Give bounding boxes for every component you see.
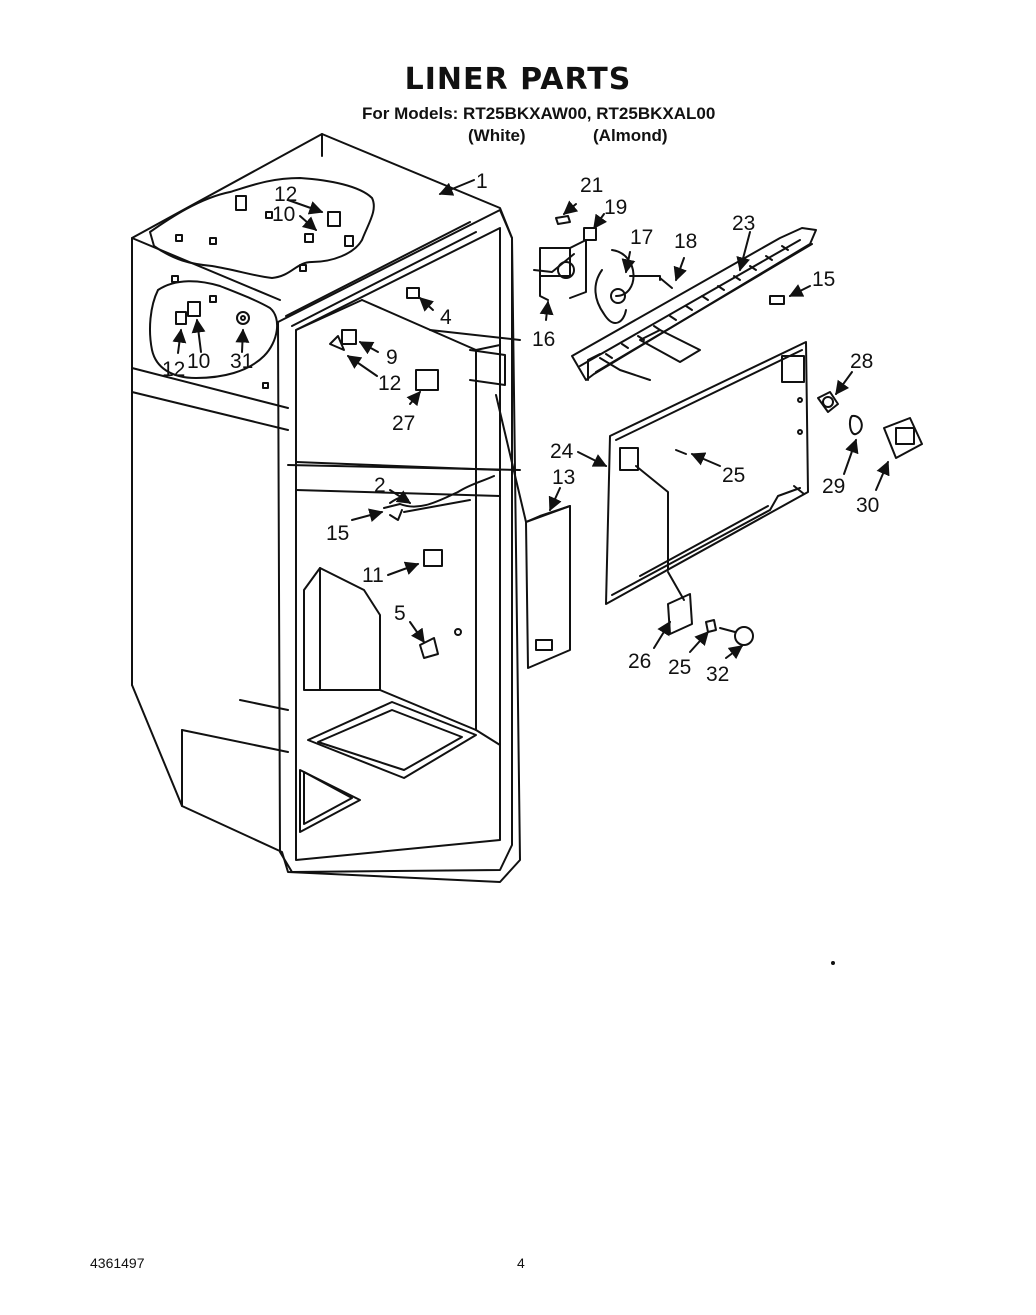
part-label: 23 <box>732 212 755 235</box>
part-label: 28 <box>850 350 873 373</box>
part-label: 5 <box>394 602 406 625</box>
part-label: 12 <box>274 183 297 206</box>
part-label: 26 <box>628 650 651 673</box>
part-label: 30 <box>856 494 879 517</box>
part-label: 19 <box>604 196 627 219</box>
part-label: 4 <box>440 306 452 329</box>
fan-motor-assembly <box>533 200 687 324</box>
part-label: 10 <box>272 203 295 226</box>
air-duct-strip <box>495 394 571 669</box>
part-label: 32 <box>706 663 729 686</box>
part-label: 25 <box>722 464 745 487</box>
part-label: 1 <box>476 170 488 193</box>
part-label: 11 <box>362 564 384 587</box>
part-callouts: 1 12 10 12 10 31 4 9 12 27 2 15 11 5 13 … <box>162 170 879 686</box>
part-label: 21 <box>580 174 603 197</box>
part-label: 25 <box>668 656 691 679</box>
part-label: 31 <box>230 350 253 373</box>
variant-almond: (Almond) <box>593 126 668 145</box>
part-label: 17 <box>630 226 653 249</box>
part-label: 18 <box>674 230 697 253</box>
air-diffuser <box>571 227 817 381</box>
models-line: For Models: RT25BKXAW00, RT25BKXAL00 <box>362 104 716 123</box>
variant-white: (White) <box>468 126 526 145</box>
page-number: 4 <box>517 1255 525 1271</box>
lower-bracket <box>653 571 754 660</box>
top-foil-tape <box>149 177 475 389</box>
part-label: 24 <box>550 440 574 463</box>
light-assembly <box>817 371 923 491</box>
interior-hardware <box>329 287 495 659</box>
evaporator-cover <box>577 341 809 605</box>
part-label: 9 <box>386 346 398 369</box>
liner-shell <box>131 133 521 883</box>
part-label: 12 <box>378 372 401 395</box>
part-label: 10 <box>187 350 210 373</box>
part-label: 15 <box>812 268 835 291</box>
stray-dot <box>831 961 835 965</box>
page-title: LINER PARTS <box>404 62 632 97</box>
part-label: 27 <box>392 412 415 435</box>
part-label: 16 <box>532 328 555 351</box>
part-label: 15 <box>326 522 349 545</box>
part-label: 12 <box>162 358 185 381</box>
part-label: 13 <box>552 466 575 489</box>
part-label: 2 <box>374 474 386 497</box>
diffuser-louvers <box>605 245 789 359</box>
part-label: 29 <box>822 475 845 498</box>
document-number: 4361497 <box>90 1255 145 1271</box>
